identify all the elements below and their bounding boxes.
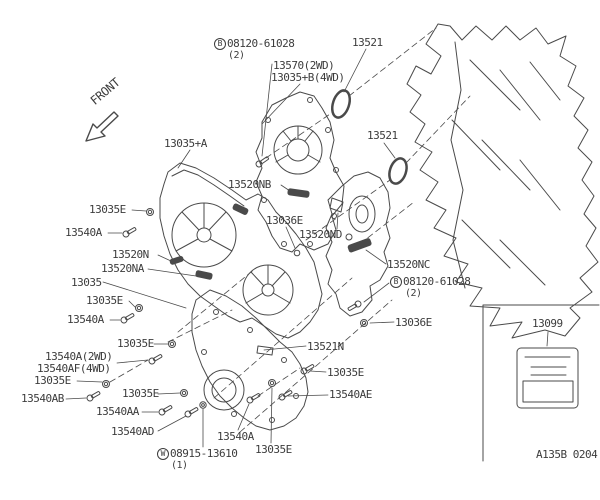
part-label-13520nc: 13520NC (387, 258, 430, 271)
nut-icon (146, 208, 154, 216)
bolt-icon (86, 391, 101, 402)
bolt-callout-right-qty: (2) (405, 288, 422, 299)
nut-icon (135, 304, 143, 312)
leader-lines (65, 48, 549, 448)
circled-b-icon: B (390, 276, 402, 288)
seal-strips (169, 188, 372, 356)
inset-box (482, 304, 600, 462)
seal-strip-13520n (169, 255, 184, 265)
nut-icons (102, 208, 368, 409)
part-label-13099: 13099 (532, 317, 563, 330)
part-label-13035e-4: 13035E (34, 374, 71, 387)
assembly-dashed-lines (109, 27, 471, 433)
part-label-13540ad: 13540AD (111, 425, 154, 438)
part-label-13035e-6: 13035E (327, 366, 364, 379)
sticker-icon (516, 347, 579, 409)
part-label-13540a-2: 13540A (67, 313, 104, 326)
seal-strip-13520nc (347, 238, 372, 253)
bolt-icon (278, 390, 293, 401)
part-label-13035: 13035 (71, 276, 102, 289)
nut-icon (180, 389, 188, 397)
part-label-13520nb: 13520NB (228, 178, 271, 191)
washer-callout-qty: (1) (171, 460, 188, 471)
nut-icon (268, 379, 276, 387)
seal-strip-13520nb (287, 188, 310, 198)
part-label-13540ae: 13540AE (329, 388, 372, 401)
bolt-callout-top-qty: (2) (228, 50, 245, 61)
bolt-icon (246, 393, 261, 404)
bolt-icon (120, 313, 135, 324)
oil-seal-rings (330, 89, 408, 185)
seal-strip-13520na (195, 270, 213, 280)
part-label-13521-mid: 13521 (367, 129, 398, 142)
part-label-13540af-4wd: 13540AF(4WD) (37, 362, 111, 375)
part-label-13035a: 13035+A (164, 137, 207, 150)
engine-block-outline (406, 23, 599, 339)
bolt-part-number: 08120-61028 (227, 37, 295, 50)
bolt-icon (122, 227, 137, 238)
part-label-13035e-3: 13035E (117, 337, 154, 350)
part-label-13520nd: 13520ND (299, 228, 342, 241)
part-label-13035e-1: 13035E (89, 203, 126, 216)
part-label-13035e-7: 13035E (255, 443, 292, 456)
dowel-icon (293, 249, 301, 257)
front-arrow-icon (85, 111, 119, 142)
washer-part-number: 08915-13610 (170, 447, 238, 460)
side-cover (325, 171, 391, 317)
flange-13521n (256, 345, 274, 356)
seal-strip-front (232, 203, 249, 215)
part-label-13540ab: 13540AB (21, 392, 64, 405)
part-label-13035e-5: 13035E (122, 387, 159, 400)
part-label-13520n: 13520N (112, 248, 149, 261)
bolt-icon (347, 300, 362, 311)
diagram-code: A135B 0204 (536, 448, 598, 461)
nut-icon (102, 380, 110, 388)
part-label-13036e-right: 13036E (395, 316, 432, 329)
bolt-part-number: 08120-61028 (403, 275, 471, 288)
rear-cover-plate (255, 91, 345, 253)
part-label-13035b-4wd: 13035+B(4WD) (271, 71, 345, 84)
grommet-icon (345, 233, 353, 241)
part-label-13520na: 13520NA (101, 262, 144, 275)
bolt-icons (86, 156, 362, 418)
washer-icon (199, 401, 207, 409)
nut-icon (168, 340, 176, 348)
front-cover-lower (191, 289, 309, 431)
bolt-icon (148, 354, 163, 365)
bolt-icon (184, 407, 199, 418)
circled-b-icon: B (214, 38, 226, 50)
part-label-13540aa: 13540AA (96, 405, 139, 418)
part-label-13036e-upper: 13036E (266, 214, 303, 227)
circled-w-icon: W (157, 448, 169, 460)
part-label-13570-2wd: 13570(2WD) (273, 59, 335, 72)
part-label-13540a-1: 13540A (65, 226, 102, 239)
part-label-13540a-2wd: 13540A(2WD) (45, 350, 113, 363)
part-label-13540a-3: 13540A (217, 430, 254, 443)
bolt-icon (255, 156, 269, 168)
nut-icon (360, 319, 368, 327)
bolt-icon (158, 405, 173, 416)
bolt-icon (300, 364, 315, 375)
part-label-13521-top: 13521 (352, 36, 383, 49)
part-label-13521n: 13521N (307, 340, 344, 353)
part-label-13035e-2: 13035E (86, 294, 123, 307)
seal-piece-13520nd (329, 197, 344, 213)
